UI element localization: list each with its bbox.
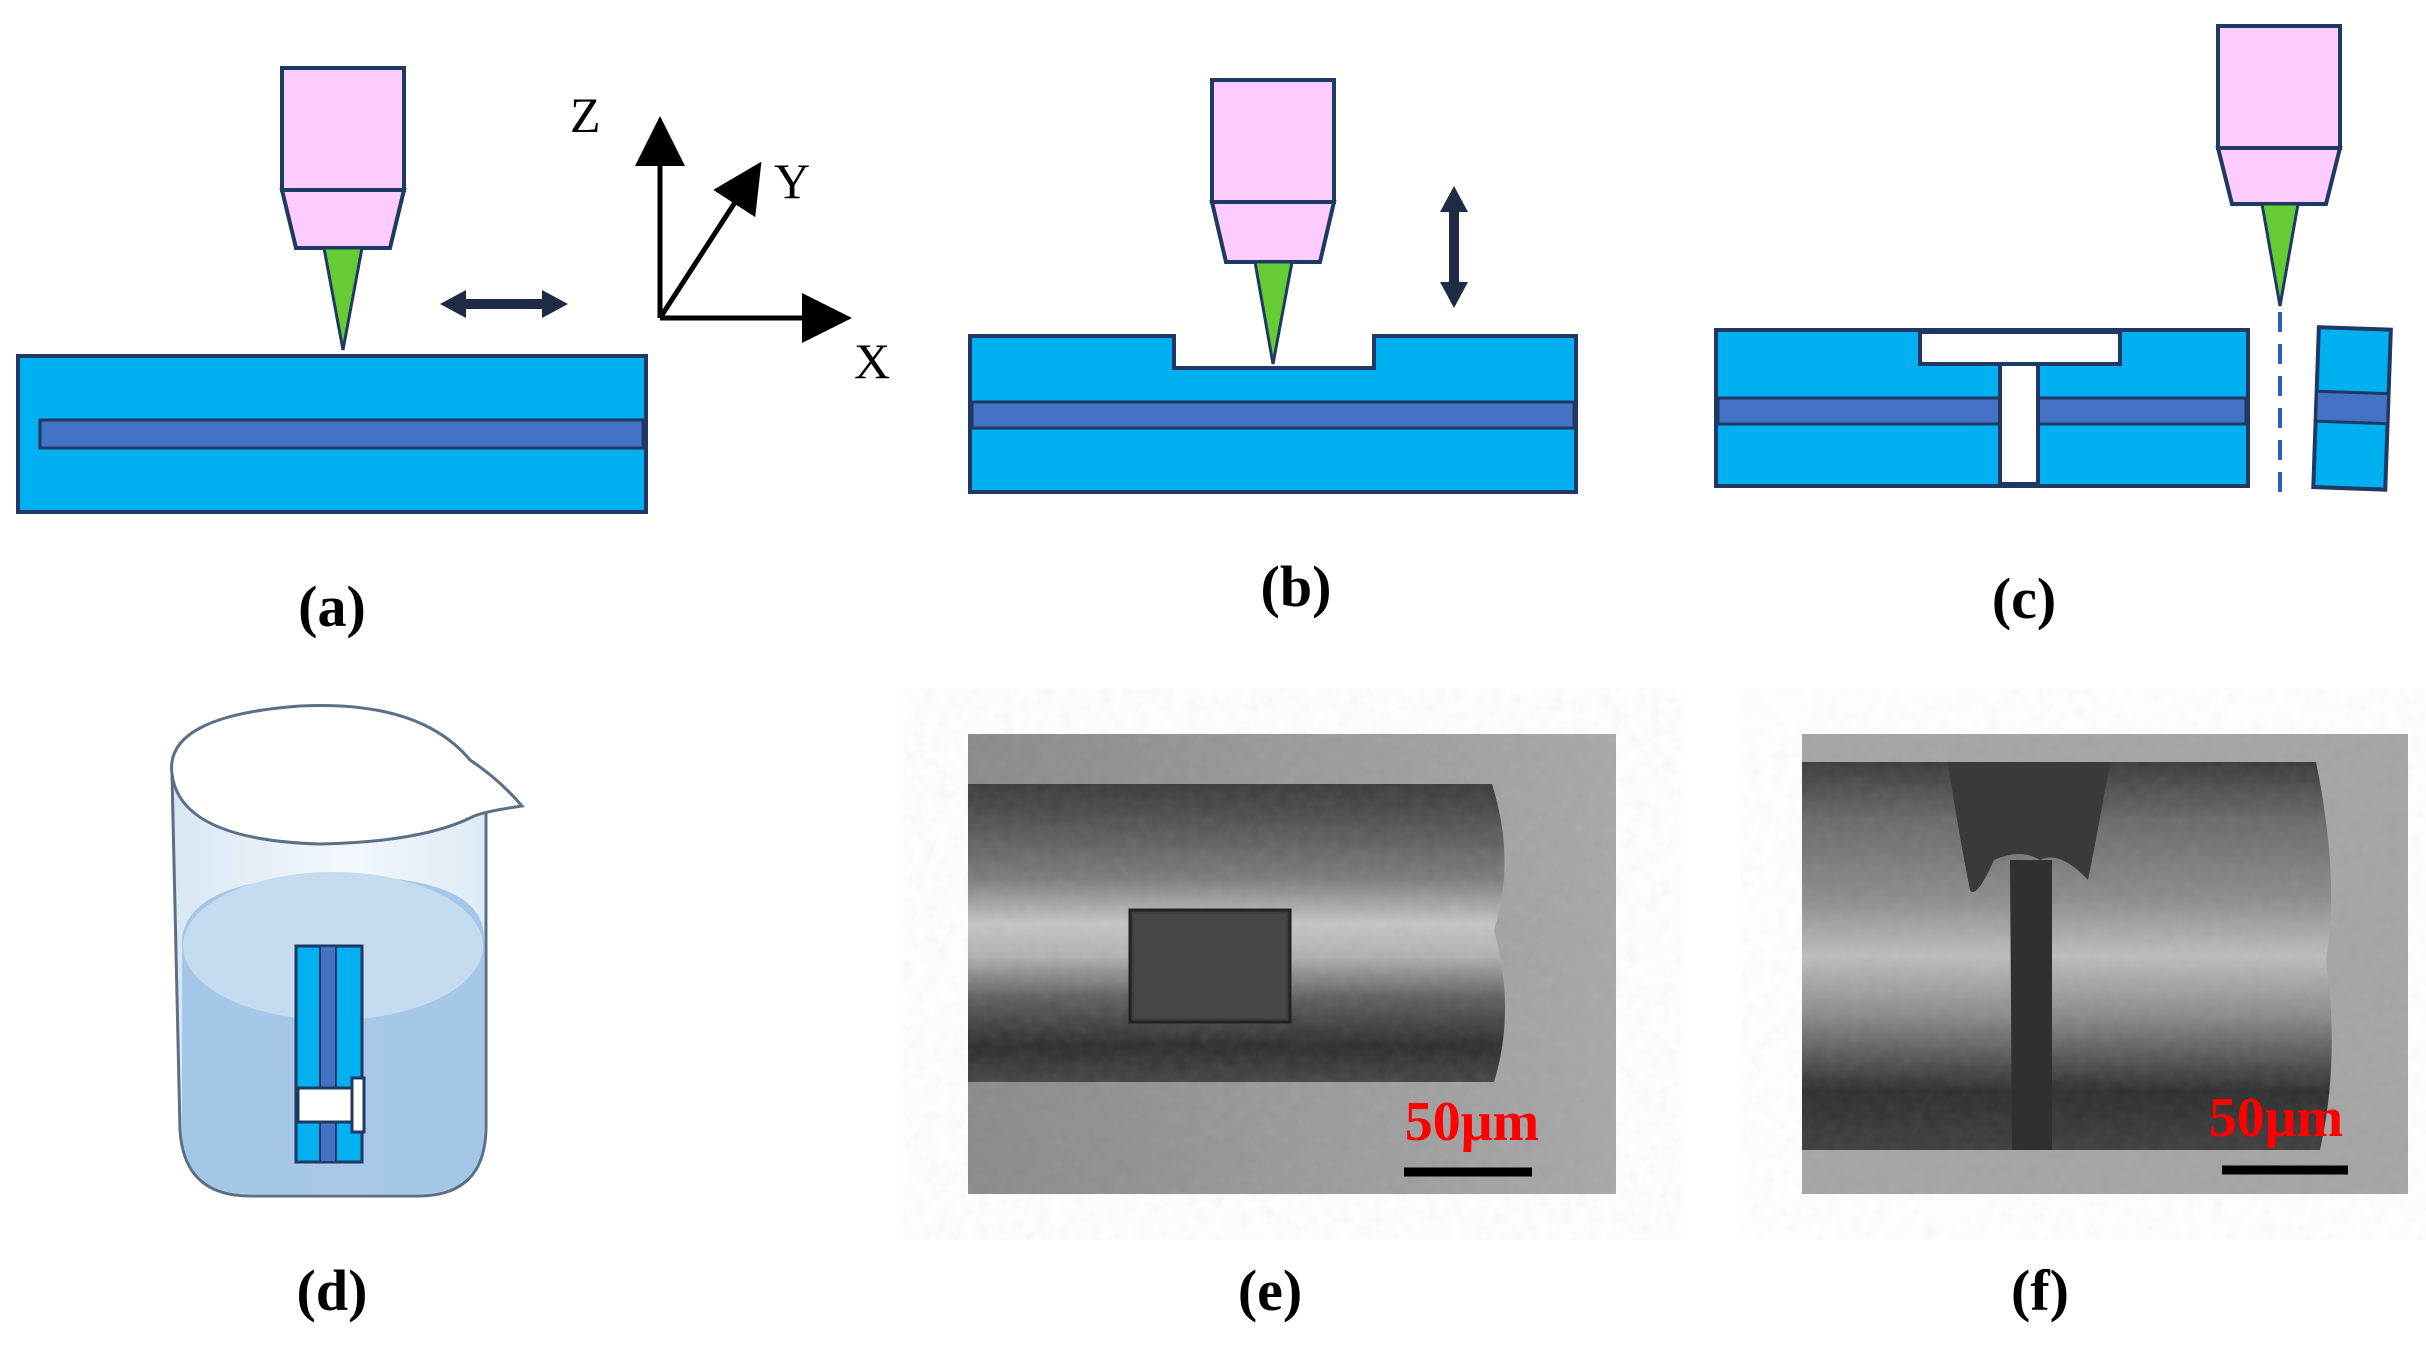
- fiber-core: [1716, 396, 2248, 426]
- cleaved-fiber-end: [2311, 325, 2393, 492]
- scale-bar-label: 50μm: [1405, 1091, 1539, 1153]
- laser-beam: [322, 246, 364, 351]
- optical-fiber-with-t-cavity: [1714, 328, 2250, 488]
- scale-bar-label: 50μm: [2209, 1087, 2343, 1149]
- optical-fiber: [16, 354, 648, 514]
- objective-lens: [2215, 24, 2343, 206]
- panel-label-c: (c): [1992, 566, 2056, 631]
- panel-c: (c): [1714, 24, 2393, 631]
- panel-label-b: (b): [1261, 554, 1332, 619]
- panel-a: Z Y X (a): [16, 66, 890, 639]
- axis-y-label: Y: [774, 153, 810, 209]
- panel-e: 50μm (e): [968, 734, 1616, 1323]
- t-cavity-top-dark: [1948, 762, 2110, 892]
- optical-fiber-with-groove: [968, 334, 1578, 494]
- panel-label-f: (f): [2011, 1258, 2069, 1323]
- micrograph-f: 50μm: [1802, 734, 2408, 1194]
- panel-b: (b): [968, 78, 1578, 619]
- laser-beam: [2260, 202, 2300, 307]
- t-cavity-stem: [1998, 362, 2040, 486]
- t-cavity-top: [1918, 330, 2122, 366]
- panel-d: (d): [170, 703, 525, 1323]
- panel-label-d: (d): [297, 1258, 368, 1323]
- objective-lens: [1209, 78, 1337, 264]
- panel-label-a: (a): [298, 574, 366, 639]
- laser-beam: [1253, 260, 1294, 365]
- axis-x-label: X: [854, 333, 890, 389]
- scan-arrow-vertical: [1440, 186, 1468, 308]
- t-cavity-stem-dark: [2010, 860, 2052, 1150]
- xyz-axes: Z Y X: [570, 87, 890, 389]
- immersed-fiber: [294, 944, 366, 1164]
- axis-z-label: Z: [570, 87, 601, 143]
- panel-f: 50μm (f): [1802, 734, 2408, 1323]
- beaker-icon: [170, 703, 525, 1198]
- fiber-core: [38, 418, 645, 450]
- micrograph-e: 50μm: [968, 734, 1616, 1194]
- fiber-core: [970, 400, 1576, 430]
- objective-lens: [279, 66, 407, 250]
- scan-arrow-horizontal: [440, 290, 568, 318]
- panel-label-e: (e): [1238, 1258, 1302, 1323]
